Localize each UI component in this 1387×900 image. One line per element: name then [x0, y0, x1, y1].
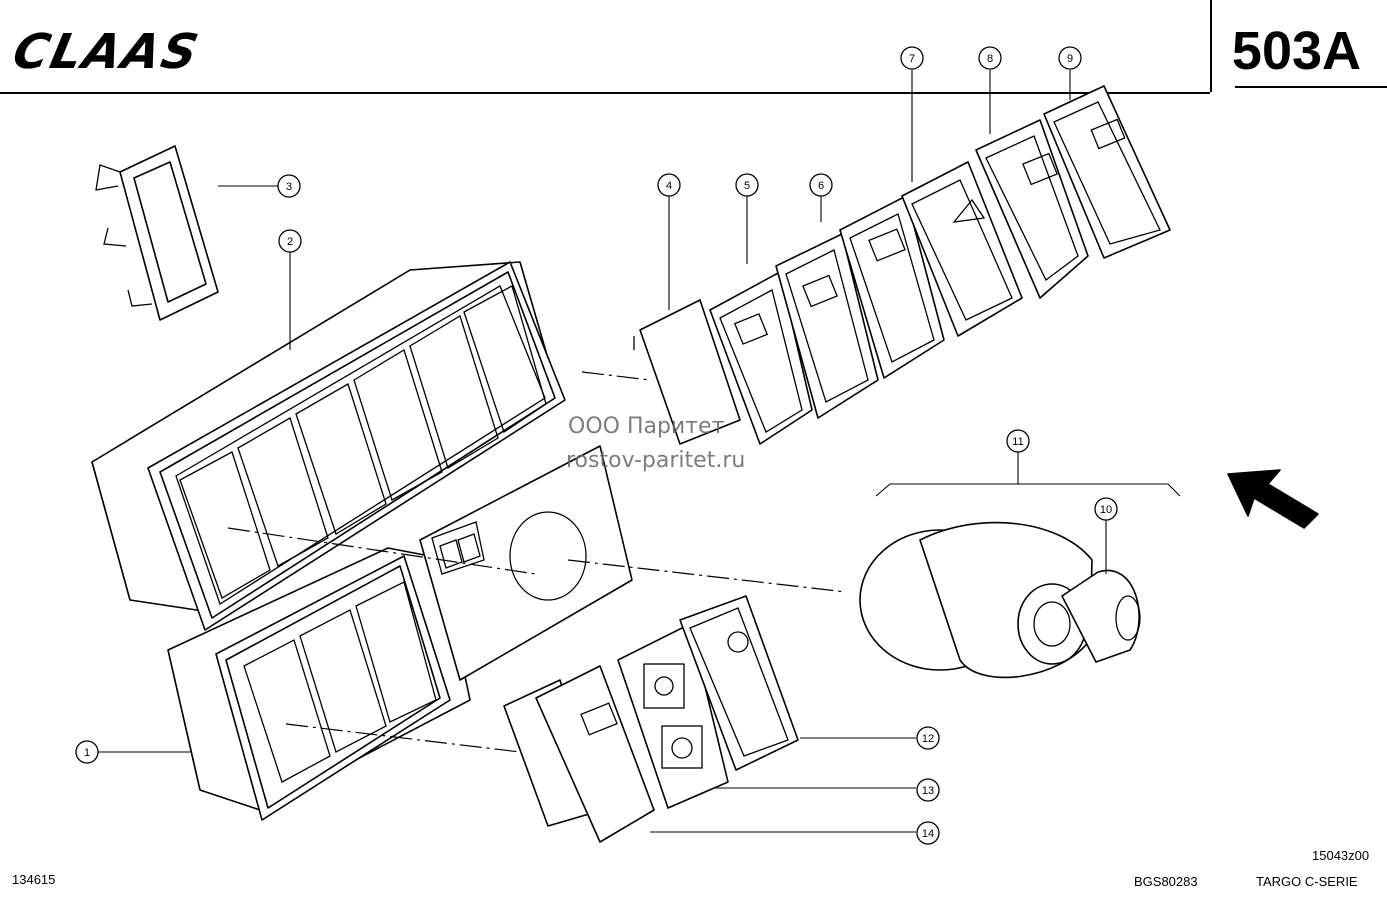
svg-text:7: 7 — [909, 53, 915, 65]
callout-11: 11 — [1006, 429, 1030, 453]
center-panel-part — [419, 445, 633, 681]
callout-2: 2 — [278, 229, 302, 253]
steering-icon — [643, 663, 685, 709]
svg-text:4: 4 — [666, 180, 672, 192]
header-divider — [1210, 0, 1212, 92]
lower-switch-12 — [679, 595, 799, 771]
callout-12: 12 — [916, 726, 940, 750]
watermark-website: rostov-paritet.ru — [566, 448, 746, 473]
hazard-triangle-icon — [952, 198, 986, 223]
svg-text:11: 11 — [1012, 436, 1023, 448]
direction-arrow-icon — [1227, 469, 1319, 529]
rocker-switch-5 — [709, 271, 813, 445]
svg-text:5: 5 — [744, 180, 750, 192]
callout-13: 13 — [916, 778, 940, 802]
footer-series: TARGO C-SERIE — [1256, 874, 1358, 889]
callout-8: 8 — [978, 46, 1002, 70]
header-rule — [0, 92, 1210, 94]
callout-9: 9 — [1058, 46, 1082, 70]
footer-left-code: 134615 — [12, 872, 56, 887]
rocker-switch-6 — [775, 233, 879, 419]
svg-text:13: 13 — [922, 785, 934, 797]
rocker-switch-4 — [633, 299, 741, 445]
svg-text:10: 10 — [1100, 504, 1112, 516]
ignition-switch-part — [859, 521, 1093, 679]
three-slot-frame-part — [167, 547, 471, 821]
callout-7: 7 — [900, 46, 924, 70]
svg-text:8: 8 — [987, 53, 993, 65]
warning-icon — [661, 725, 703, 769]
rocker-switch-9 — [975, 119, 1089, 299]
page-number: 503A — [1231, 21, 1361, 81]
callout-5: 5 — [735, 173, 759, 197]
svg-text:3: 3 — [286, 181, 292, 193]
work-light-icon — [802, 274, 838, 308]
rocker-switch-7 — [839, 195, 945, 379]
callout-14: 14 — [916, 821, 940, 845]
svg-text:6: 6 — [818, 180, 824, 192]
beam-light-icon — [868, 228, 906, 262]
six-slot-frame-part — [91, 261, 566, 631]
interior-light-icon — [1022, 152, 1058, 186]
svg-text:2: 2 — [287, 236, 293, 248]
footer-document-code: BGS80283 — [1134, 874, 1198, 889]
callout-3: 3 — [277, 174, 301, 198]
svg-text:14: 14 — [922, 828, 934, 840]
svg-text:12: 12 — [922, 733, 934, 745]
rocker-switch-10 — [1043, 85, 1171, 259]
footer-drawing-code: 15043z00 — [1312, 848, 1370, 863]
callout-4: 4 — [657, 173, 681, 197]
watermark-company: ООО Паритет — [568, 414, 725, 439]
cab-light-icon — [580, 702, 618, 736]
blank-cover-part — [95, 145, 219, 321]
fan-icon — [727, 631, 749, 653]
header-rule-right — [1235, 86, 1387, 88]
callout-6: 6 — [809, 173, 833, 197]
rocker-switch-8 — [901, 161, 1023, 337]
headlight-icon — [733, 313, 769, 345]
svg-text:9: 9 — [1067, 53, 1073, 65]
dome-light-icon — [1090, 118, 1126, 150]
svg-text:1: 1 — [84, 747, 90, 759]
callout-10: 10 — [1094, 497, 1118, 521]
callout-1: 1 — [75, 740, 99, 764]
lower-switch-14 — [503, 665, 655, 843]
